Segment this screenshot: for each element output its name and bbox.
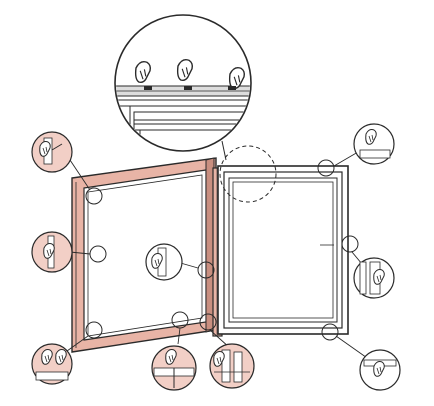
window-frame [217, 165, 349, 335]
detail-circle-bottom-hinge [209, 343, 255, 389]
detail-circle-center [145, 243, 183, 281]
detail-circle-right-top [353, 123, 395, 165]
detail-circle-right-bottom [359, 349, 401, 391]
top-detail-magnifier [114, 14, 252, 161]
detail-circle-right-middle [353, 257, 395, 299]
top-frame-dashed-marker [219, 145, 277, 203]
detail-circle-left-bottom [31, 343, 73, 385]
open-sash [71, 157, 217, 353]
detail-circle-left-top [31, 131, 73, 173]
detail-circle-bottom-center [151, 345, 197, 391]
detail-circle-left-middle [31, 231, 73, 273]
